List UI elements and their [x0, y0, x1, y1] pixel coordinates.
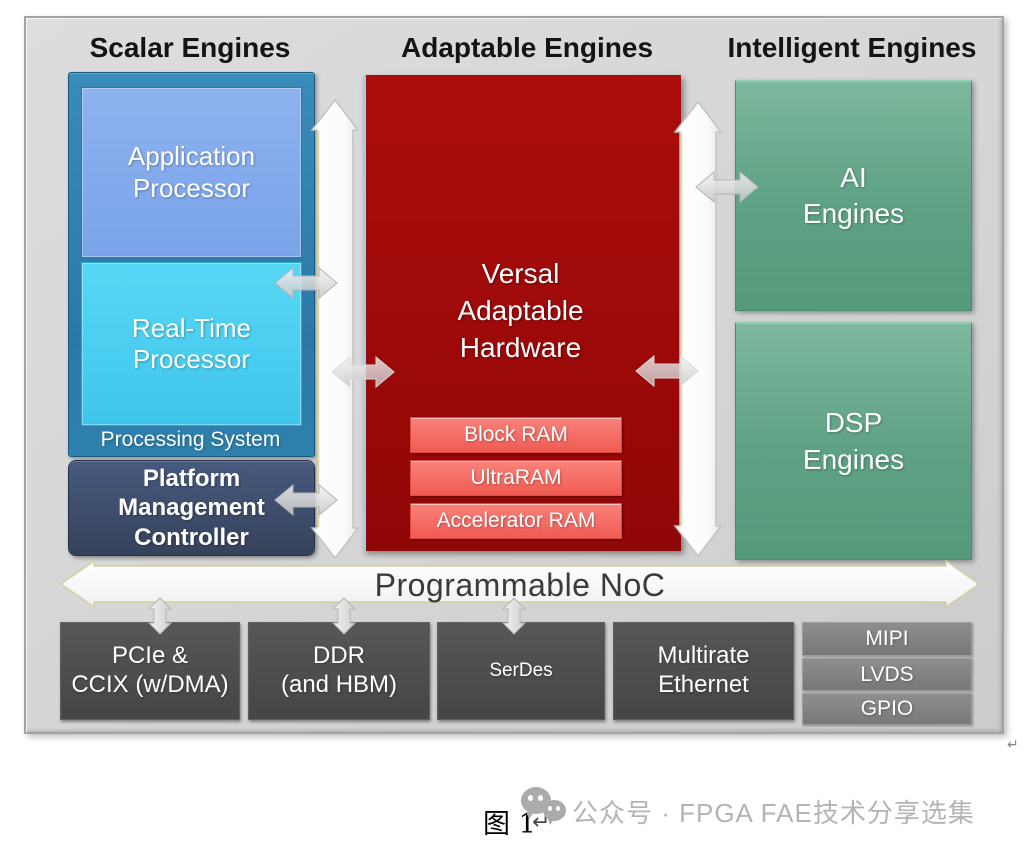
processing-system-label: Processing System [100, 428, 281, 451]
multirate-ethernet-block: Multirate Ethernet [613, 622, 794, 720]
vertical-double-arrow-left-icon [310, 98, 360, 560]
ai-engines-block: AI Engines [735, 80, 972, 311]
connector-arrow-ai-icon [695, 170, 759, 204]
ddr-hbm-block: DDR (and HBM) [248, 622, 430, 720]
vertical-double-arrow-right-icon [673, 100, 723, 558]
realtime-processor-block: Real-Time Processor [81, 262, 302, 426]
platform-management-controller-block: Platform Management Controller [68, 460, 315, 556]
gpio-block: GPIO [802, 693, 972, 725]
noc-ddr-arrow-icon [331, 597, 357, 635]
connector-arrow-rtp-icon [274, 266, 338, 300]
chat-bubble-large-tail-icon [526, 812, 534, 819]
programmable-noc-arrow [59, 559, 981, 609]
watermark-text: 公众号 · FPGA FAE技术分享选集 [572, 798, 975, 828]
versal-adaptable-hardware-label: Versal Adaptable Hardware [457, 258, 584, 363]
mipi-block: MIPI [802, 622, 972, 656]
header-adaptable-engines: Adaptable Engines [400, 32, 654, 63]
header-intelligent-engines: Intelligent Engines [727, 32, 977, 63]
programmable-noc-label: Programmable NoC [374, 567, 666, 603]
accelerator-ram-block: Accelerator RAM [410, 503, 622, 539]
noc-serdes-arrow-icon [501, 597, 527, 635]
connector-arrow-left-fabric-icon [331, 355, 395, 389]
connector-arrow-pmc-icon [274, 483, 338, 517]
noc-pcie-arrow-icon [147, 597, 173, 635]
pcie-ccix-block: PCIe & CCIX (w/DMA) [60, 622, 240, 720]
application-processor-block: Application Processor [81, 87, 302, 258]
lvds-block: LVDS [802, 658, 972, 691]
connector-arrow-right-fabric-icon [635, 354, 699, 388]
dsp-engines-block: DSP Engines [735, 322, 972, 560]
anchor-return-mark: ↵ [1007, 736, 1019, 752]
ultraram-block: UltraRAM [410, 460, 622, 496]
chat-bubble-small-tail-icon [548, 819, 554, 825]
chat-bubble-small-icon [543, 800, 566, 821]
block-ram-block: Block RAM [410, 417, 622, 453]
serdes-block: SerDes [437, 622, 605, 720]
header-scalar-engines: Scalar Engines [89, 32, 291, 63]
